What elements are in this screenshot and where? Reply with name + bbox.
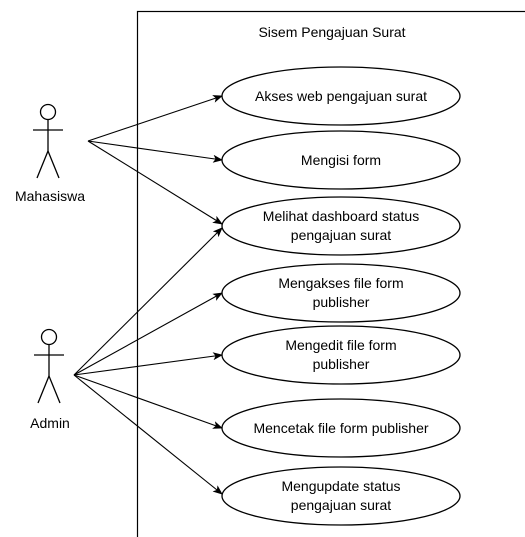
- actor-figure-icon: [34, 328, 64, 404]
- use-case-mengupdate-status: Mengupdate status pengajuan surat: [221, 466, 461, 526]
- use-case-label-line-2: publisher: [313, 294, 370, 310]
- use-case-label: Mengisi form: [301, 152, 381, 168]
- use-case-label-line-2: publisher: [313, 356, 370, 372]
- use-case-label: Mencetak file form publisher: [253, 420, 428, 436]
- use-case-mengisi-form: Mengisi form: [221, 130, 461, 190]
- association-lines: [73, 95, 223, 495]
- association-mahasiswa-melihat-dashboard: [87, 140, 223, 225]
- actor-label: Admin: [30, 415, 70, 431]
- use-case-akses-web: Akses web pengajuan surat: [221, 66, 461, 126]
- use-case-label-line-1: Melihat dashboard status: [263, 208, 419, 224]
- association-admin-melihat-dashboard: [73, 227, 223, 376]
- actor-figure-icon: [33, 103, 63, 179]
- association-admin-mencetak-file: [73, 374, 223, 429]
- use-case-ellipse: [221, 325, 461, 385]
- use-case-label: Akses web pengajuan surat: [255, 88, 427, 104]
- use-case-ellipse: [221, 263, 461, 323]
- use-case-ellipse: [221, 196, 461, 256]
- actor-admin: Admin: [30, 328, 70, 431]
- association-admin-mengakses-file: [73, 292, 223, 376]
- actor-label: Mahasiswa: [15, 188, 85, 204]
- use-case-label-line-2: pengajuan surat: [291, 227, 392, 243]
- use-case-ellipse: [221, 466, 461, 526]
- association-admin-mengedit-file: [73, 352, 223, 376]
- use-case-label-line-1: Mengupdate status: [281, 478, 400, 494]
- system-title: Sisem Pengajuan Surat: [258, 24, 405, 40]
- use-case-ellipse: [221, 130, 461, 190]
- use-case-label-line-1: Mengedit file form: [285, 337, 396, 353]
- use-case-label-line-2: pengajuan surat: [291, 497, 392, 513]
- use-case-ellipse: [221, 66, 461, 126]
- association-mahasiswa-akses-web: [87, 95, 223, 142]
- use-case-mencetak-file: Mencetak file form publisher: [221, 398, 461, 458]
- use-case-mengakses-file: Mengakses file form publisher: [221, 263, 461, 323]
- use-case-ellipse: [221, 398, 461, 458]
- use-case-mengedit-file: Mengedit file form publisher: [221, 325, 461, 385]
- association-admin-mengupdate-status: [73, 374, 223, 495]
- use-case-label-line-1: Mengakses file form: [278, 275, 403, 291]
- actor-mahasiswa: Mahasiswa: [15, 103, 85, 204]
- association-mahasiswa-mengisi-form: [87, 140, 223, 163]
- use-case-melihat-dashboard: Melihat dashboard status pengajuan surat: [221, 196, 461, 256]
